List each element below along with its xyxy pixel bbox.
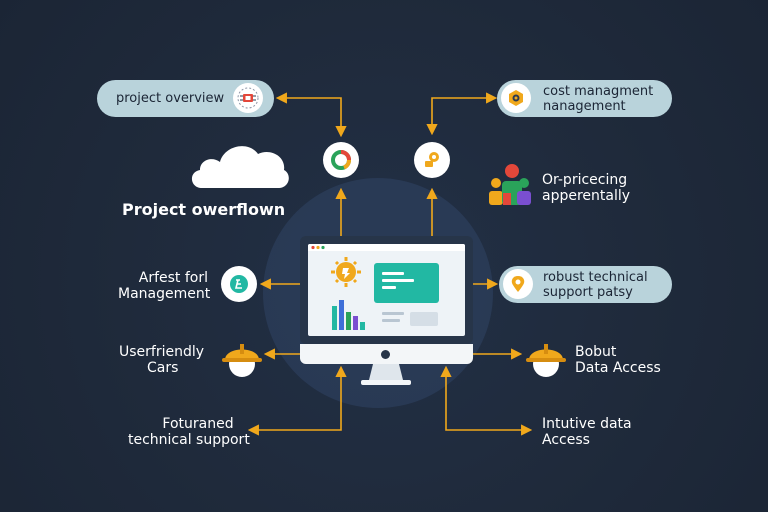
monitor-frame <box>300 236 473 344</box>
pie-chart-icon <box>331 150 351 170</box>
label-arfest-line1: Arfest forl <box>138 270 208 286</box>
team-icon <box>489 164 531 205</box>
label-intutive-line1: Intutive data <box>542 416 632 432</box>
dashboard-illustration <box>308 244 465 330</box>
lightbulb-node[interactable] <box>414 142 450 178</box>
label-foturaned-line1: Foturaned <box>162 416 234 432</box>
pill-robust-line2: support patsy <box>543 284 633 300</box>
gear-badge-icon <box>501 83 531 113</box>
pill-robust-line1: robust technical <box>543 269 648 285</box>
lightbulb-icon <box>425 152 439 167</box>
currency-icon <box>230 275 248 293</box>
pill-project-overview[interactable]: project overview <box>97 80 274 117</box>
pill-cost-line2: nanagement <box>543 98 626 114</box>
label-foturaned: Foturaned technical support <box>128 416 250 448</box>
connector-cost <box>426 92 498 136</box>
label-arfest: Arfest forl Management <box>118 270 210 302</box>
pill-cost-management[interactable]: cost managment nanagement <box>497 80 672 117</box>
pie-chart-node[interactable] <box>323 142 359 178</box>
cloud-icon <box>191 146 289 188</box>
currency-node[interactable] <box>221 266 257 302</box>
hard-hat-worker-icon <box>222 344 262 377</box>
label-bobut-line1: Bobut <box>575 344 617 360</box>
label-userfriendly-line2: Cars <box>147 360 179 376</box>
hard-hat-worker-icon <box>526 344 566 377</box>
pill-project-overview-label: project overview <box>116 91 225 106</box>
diagram-title: Project owerflown <box>122 200 286 219</box>
label-bobut-line2: Data Access <box>575 360 661 376</box>
monitor-stand <box>361 364 411 385</box>
label-foturaned-line2: technical support <box>128 432 250 448</box>
label-bobut: Bobut Data Access <box>575 344 661 376</box>
monitor-screen <box>308 244 465 336</box>
label-or-pricing-line2: apperentally <box>542 188 631 204</box>
circuit-chip-icon <box>233 83 263 113</box>
monitor-icon <box>300 236 473 364</box>
connector-overview <box>275 92 347 138</box>
sun-gear-icon <box>331 257 361 287</box>
label-arfest-line2: Management <box>118 286 211 302</box>
label-userfriendly: Userfriendly Cars <box>119 344 204 376</box>
monitor-power-button <box>381 350 390 359</box>
location-pin-icon <box>503 269 533 299</box>
connector-intutive <box>445 390 533 436</box>
pill-robust-support[interactable]: robust technical support patsy <box>499 266 672 303</box>
label-or-pricing: Or-pricecing apperentally <box>542 172 630 204</box>
connector-foturaned <box>247 390 342 436</box>
label-intutive-line2: Access <box>542 432 590 448</box>
label-intutive: Intutive data Access <box>542 416 632 448</box>
pill-cost-line1: cost managment <box>543 83 654 99</box>
label-or-pricing-line1: Or-pricecing <box>542 172 628 188</box>
label-userfriendly-line1: Userfriendly <box>119 344 205 360</box>
